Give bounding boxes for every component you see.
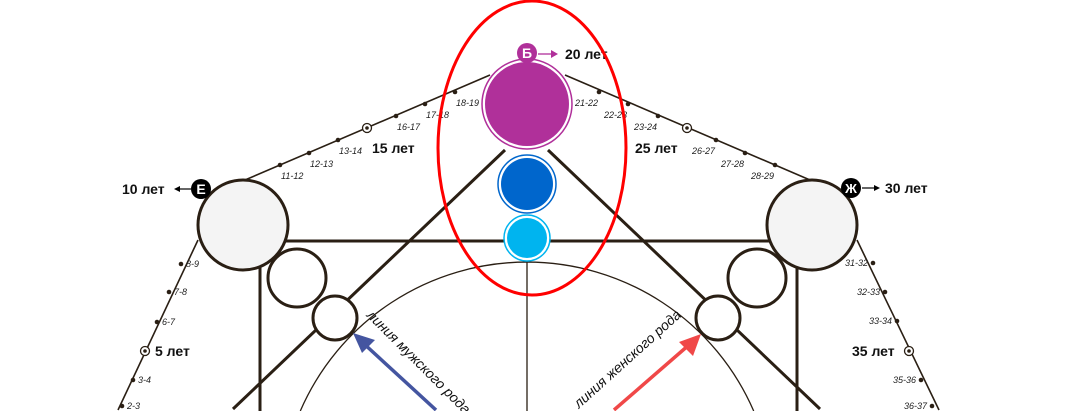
age-label: 17-18 <box>426 110 449 120</box>
age-dot <box>742 150 748 156</box>
age-dot <box>772 162 778 168</box>
age-dot <box>894 318 900 324</box>
right-big-circle[interactable] <box>765 178 859 272</box>
age-label: 21-22 <box>574 98 598 108</box>
years-15-label: 15 лет <box>372 140 415 156</box>
light-blue-circle-fill <box>507 218 547 258</box>
age-label: 36-37 <box>904 401 928 411</box>
age-label: 18-19 <box>456 98 479 108</box>
age-label: 22-23 <box>603 110 627 120</box>
badge-zh-icon <box>841 178 861 198</box>
arrowhead-icon <box>874 185 880 191</box>
age-label: 31-32 <box>845 258 868 268</box>
left-small-circle[interactable] <box>311 294 359 342</box>
age-dot <box>422 101 428 107</box>
highlight-ellipse <box>436 0 628 297</box>
age-label: 35-36 <box>893 375 916 385</box>
right-small-circle[interactable] <box>694 294 742 342</box>
years-30-label: 30 лет <box>885 180 928 196</box>
age-dot <box>277 162 283 168</box>
octagon-left <box>117 239 199 411</box>
age-dot <box>625 101 631 107</box>
left-medium-circle[interactable] <box>266 247 328 309</box>
milestone-marker-dot <box>365 126 369 130</box>
age-label: 6-7 <box>162 317 176 327</box>
diagonal-right <box>546 148 822 411</box>
age-dot <box>154 319 160 325</box>
badge-e-icon <box>191 179 211 199</box>
age-dot <box>918 377 924 383</box>
badge-b-letter: Б <box>522 45 532 61</box>
female-arrowhead-icon <box>679 334 701 356</box>
age-label: 28-29 <box>750 171 774 181</box>
age-label: 7-8 <box>174 287 187 297</box>
age-label: 27-28 <box>720 159 744 169</box>
age-label: 8-9 <box>186 259 199 269</box>
diagonal-left <box>231 148 507 411</box>
age-dot <box>929 403 935 409</box>
age-label: 2-3 <box>126 401 140 411</box>
age-dot <box>655 113 661 119</box>
badge-e-letter: Е <box>196 181 205 197</box>
arrowhead-icon <box>174 186 180 192</box>
right-medium-circle[interactable] <box>726 247 788 309</box>
female-line-arrow <box>612 342 692 411</box>
age-label: 23-24 <box>633 122 657 132</box>
age-dot <box>870 260 876 266</box>
arrowhead-icon <box>551 50 558 58</box>
age-label: 26-27 <box>691 146 716 156</box>
age-dot <box>596 89 602 95</box>
octagon-right <box>856 239 940 411</box>
age-dot <box>178 261 184 267</box>
male-arrowhead-icon <box>353 333 375 353</box>
milestone-marker-dot <box>143 349 147 353</box>
years-25-label: 25 лет <box>635 140 678 156</box>
purple-circle-fill <box>485 62 569 146</box>
age-dot <box>119 403 125 409</box>
years-5-label: 5 лет <box>155 343 190 359</box>
milestone-marker-dot <box>907 349 911 353</box>
age-dot <box>452 89 458 95</box>
badge-zh-letter: Ж <box>844 181 857 196</box>
age-dot <box>882 289 888 295</box>
male-line-arrow <box>360 340 438 411</box>
age-label: 3-4 <box>138 375 151 385</box>
age-label: 12-13 <box>310 159 333 169</box>
blue-circle-fill <box>501 158 553 210</box>
age-label: 16-17 <box>397 122 421 132</box>
age-dot <box>393 113 399 119</box>
badge-b-icon <box>517 43 537 63</box>
age-label: 33-34 <box>869 316 892 326</box>
years-35-label: 35 лет <box>852 343 895 359</box>
age-label: 11-12 <box>281 171 303 181</box>
age-label: 13-14 <box>339 146 362 156</box>
years-20-label: 20 лет <box>565 46 608 62</box>
age-label: 32-33 <box>857 287 880 297</box>
age-dot <box>306 150 312 156</box>
age-dot <box>713 137 719 143</box>
milestone-marker-dot <box>685 126 689 130</box>
left-big-circle[interactable] <box>196 178 290 272</box>
age-dot <box>130 377 136 383</box>
age-dot <box>335 137 341 143</box>
years-10-label: 10 лет <box>122 181 165 197</box>
age-dot <box>166 289 172 295</box>
female-line-label: линия женского рода <box>570 306 685 411</box>
age-labels: 11-12 12-13 13-14 16-17 17-18 18-19 21-22 22-23… <box>119 89 935 411</box>
